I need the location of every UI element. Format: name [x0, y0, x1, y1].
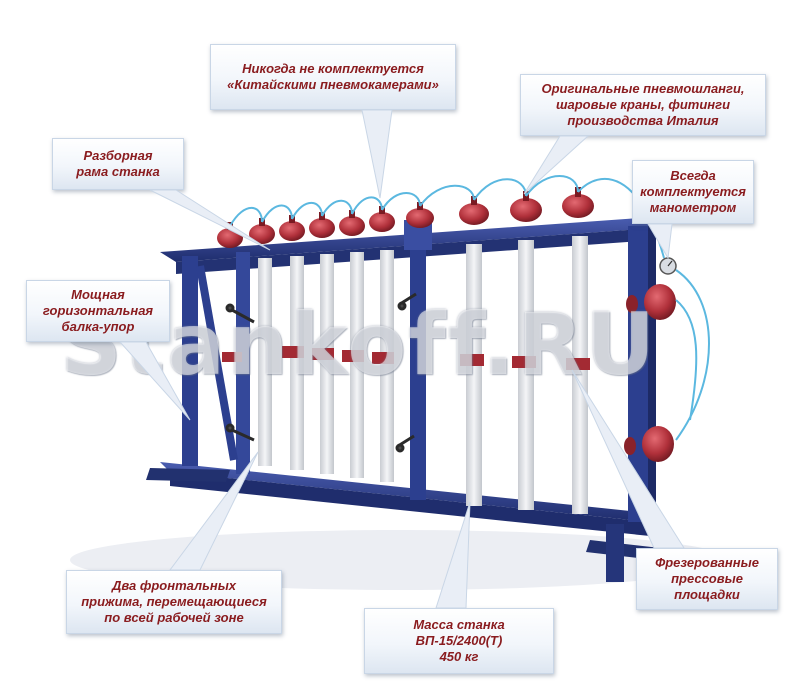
callout-line: по всей рабочей зоне — [104, 610, 244, 625]
callout-line: прижима, перемещающиеся — [81, 594, 267, 609]
pressing-pads — [222, 346, 590, 370]
callout-clamps: Два фронтальных прижима, перемещающиеся … — [66, 570, 282, 634]
manometer-gauge — [659, 257, 677, 275]
press-slats — [258, 236, 588, 514]
right-leg — [606, 524, 624, 582]
callout-line: Никогда не комплектуется — [242, 61, 424, 76]
callout-line: рама станка — [76, 164, 160, 179]
callout-pneumo-chambers: Никогда не комплектуется «Китайскими пне… — [210, 44, 456, 110]
left-upright-inner — [236, 252, 250, 474]
callout-mass: Масса станка ВП-15/2400(Т) 450 кг — [364, 608, 554, 674]
callout-line: Масса станка — [413, 617, 505, 632]
callout-line: Оригинальные пневмошланги, — [541, 81, 745, 96]
callout-beam: Мощная горизонтальная балка-упор — [26, 280, 170, 342]
callout-line: «Китайскими пневмокамерами» — [227, 77, 439, 92]
callout-line: площадки — [674, 587, 740, 602]
callout-frame: Разборная рама станка — [52, 138, 184, 190]
front-clamps — [225, 292, 417, 453]
callout-pads: Фрезерованные прессовые площадки — [636, 548, 778, 610]
callout-line: комплектуется — [640, 184, 746, 199]
callout-line: Фрезерованные — [655, 555, 759, 570]
callout-line: Разборная — [83, 148, 153, 163]
bottom-beam-front — [170, 472, 650, 536]
callout-line: 450 кг — [439, 649, 479, 664]
callout-line: Мощная — [71, 287, 125, 302]
right-upright-shade — [648, 226, 656, 522]
callout-line: горизонтальная — [42, 303, 154, 318]
callout-line: производства Италия — [567, 113, 719, 128]
callout-line: прессовые — [671, 571, 743, 586]
callout-line: шаровые краны, фитинги — [555, 97, 731, 112]
callout-hoses: Оригинальные пневмошланги, шаровые краны… — [520, 74, 766, 136]
callout-manometer: Всегда комплектуется манометром — [632, 160, 754, 224]
callout-line: балка-упор — [61, 319, 135, 334]
callout-line: ВП-15/2400(Т) — [415, 633, 503, 648]
callout-line: манометром — [649, 200, 737, 215]
middle-upright — [410, 238, 426, 500]
callout-line: Два фронтальных — [111, 578, 237, 593]
callout-line: Всегда — [670, 168, 716, 183]
left-foot — [146, 468, 230, 482]
left-upright-outer — [182, 256, 198, 466]
